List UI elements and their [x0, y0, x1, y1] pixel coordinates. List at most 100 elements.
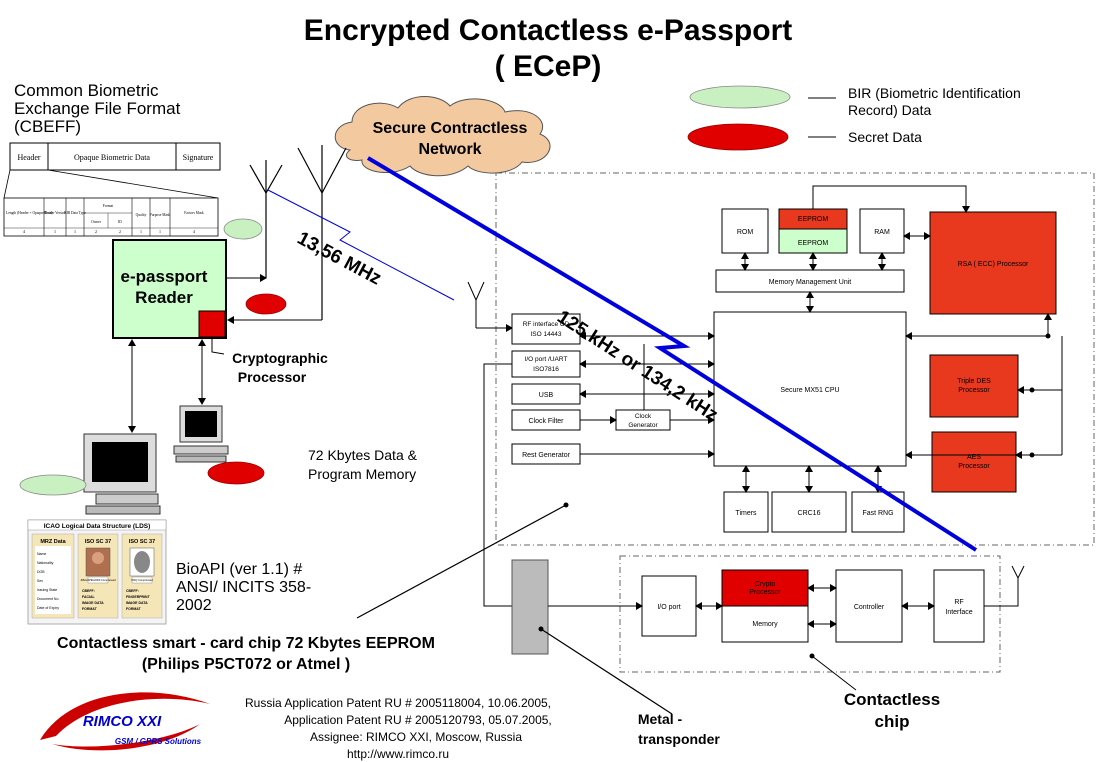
lower-chip-boundary: [619, 555, 1001, 673]
svg-text:FORMAT: FORMAT: [126, 607, 142, 611]
logo-tagline: GSM / GPRS Solutions: [115, 737, 202, 746]
bir-ellipse-near-reader: [223, 218, 263, 240]
svg-text:Controller: Controller: [854, 604, 885, 611]
svg-text:Sex: Sex: [37, 579, 43, 583]
svg-text:Document No.: Document No.: [37, 597, 59, 601]
radio-wave-13mhz: [267, 189, 455, 301]
svg-text:Memory Management Unit: Memory Management Unit: [769, 279, 852, 286]
legend-bir-line2: Record) Data: [848, 102, 931, 118]
svg-text:ROM: ROM: [737, 229, 754, 236]
legend-bir-ellipse: [689, 85, 791, 109]
radio-wave-125khz: [366, 156, 978, 552]
svg-text:FORMAT: FORMAT: [82, 607, 98, 611]
svg-text:WSQ Compressed: WSQ Compressed: [131, 578, 153, 582]
ram-block: [859, 208, 905, 254]
svg-text:Processor: Processor: [749, 589, 781, 596]
svg-text:IMAGE DATA: IMAGE DATA: [82, 601, 104, 605]
cbeff-detail-bir: BIR Data Type: [64, 211, 86, 215]
cbeff-detail-id: ID: [118, 220, 122, 224]
svg-text:Processor: Processor: [958, 387, 990, 394]
svg-text:Fast RNG: Fast RNG: [862, 510, 893, 517]
svg-text:I/O port: I/O port: [657, 604, 680, 611]
cbeff-label-3: (CBEFF): [14, 117, 81, 136]
rsa-processor-block: [929, 211, 1057, 315]
lower-crypto-block: [721, 569, 809, 607]
rom-block: [721, 208, 769, 254]
cbeff-size-6: 1: [159, 229, 161, 234]
rimco-logo: RIMCO XXI GSM / GPRS Solutions: [40, 692, 210, 751]
cbeff-detail-purpose: Purpose Mask: [150, 213, 171, 217]
svg-text:ISO 14443: ISO 14443: [530, 331, 561, 338]
cbeff-detail-quality: Quality: [136, 213, 147, 217]
small-computer-icon: [173, 405, 229, 463]
svg-text:EEPROM: EEPROM: [798, 240, 829, 247]
reader-label-1: e-passport: [121, 267, 208, 286]
cbeff-header-table: Header Opaque Biometric Data Signature: [3, 142, 221, 199]
svg-text:CBEFF:: CBEFF:: [126, 589, 139, 593]
chip-antenna: [467, 281, 513, 332]
legend-secret-label: Secret Data: [848, 129, 922, 145]
cpu-block: [713, 311, 907, 467]
lds-title: ICAO Logical Data Structure (LDS): [44, 523, 151, 530]
triple-des-block: [929, 354, 1019, 418]
reader-label-2: Reader: [135, 288, 193, 307]
cbeff-size-3: 2: [95, 229, 97, 234]
patent-line2: Application Patent RU # 2005120793, 05.0…: [284, 713, 552, 727]
cbeff-cell-opaque: Opaque Biometric Data: [74, 153, 150, 162]
eeprom-green-block: [778, 228, 848, 254]
cbeff-size-0: 4: [23, 229, 25, 234]
metal-transponder-label-1: Metal -: [638, 711, 683, 727]
cbeff-cell-signature: Signature: [183, 153, 214, 162]
cbeff-label-2: Exchange File Format: [14, 99, 181, 118]
svg-text:RF: RF: [954, 599, 963, 606]
svg-text:Generator: Generator: [628, 422, 658, 429]
lds-panel: ICAO Logical Data Structure (LDS) MRZ Da…: [27, 519, 167, 625]
cloud-label-2: Network: [418, 141, 481, 158]
svg-text:Issuing State: Issuing State: [37, 588, 57, 592]
title-line1: Encrypted Contactless e-Passport: [304, 14, 792, 47]
aes-block: [931, 431, 1017, 493]
svg-text:Clock: Clock: [635, 413, 652, 420]
svg-text:FACIAL: FACIAL: [82, 595, 96, 599]
cbeff-detail-factors: Factors Mask: [184, 211, 204, 215]
cbeff-detail-format: Format: [103, 204, 113, 208]
reader-antenna-2: [297, 145, 347, 320]
cbeff-label-1: Common Biometric: [14, 81, 159, 100]
crypto-proc-label-1: Cryptographic: [232, 350, 328, 366]
svg-text:IMAGE DATA: IMAGE DATA: [126, 601, 148, 605]
lower-chip-connections: [548, 565, 1025, 628]
cbeff-detail-length: Length (Header + Opaque Data): [6, 211, 53, 215]
lower-io-port-block: [641, 575, 697, 637]
title-line2: ( ECeP): [495, 50, 602, 83]
svg-text:EEPROM: EEPROM: [798, 216, 829, 223]
svg-text:USB: USB: [539, 392, 554, 399]
lds-card3-head: ISO SC 37: [129, 539, 155, 545]
bir-ellipse-near-computer: [19, 474, 87, 496]
freq-1356-label: 13,56 MHz: [294, 228, 385, 290]
smartcard-line2: (Philips P5CT072 or Atmel ): [142, 656, 350, 673]
svg-text:Name: Name: [37, 552, 46, 556]
svg-text:Timers: Timers: [735, 510, 757, 517]
cbeff-size-2: 1: [74, 229, 76, 234]
patent-line4: http://www.rimco.ru: [347, 747, 449, 761]
svg-text:I/O port /UART: I/O port /UART: [525, 356, 568, 363]
svg-text:CRC16: CRC16: [798, 510, 821, 517]
upper-chip-boundary: [495, 172, 1095, 546]
chip-connections: [483, 185, 1063, 607]
memory-note-2: Program Memory: [308, 466, 416, 482]
patent-line1: Russia Application Patent RU # 200511800…: [245, 696, 551, 710]
svg-text:Memory: Memory: [752, 621, 778, 628]
svg-text:Processor: Processor: [958, 463, 990, 470]
cbeff-detail-table: Length (Header + Opaque Data) Header Ver…: [3, 197, 219, 237]
svg-text:ISO7816: ISO7816: [533, 366, 559, 373]
svg-text:Triple DES: Triple DES: [957, 378, 991, 385]
logo-name: RIMCO XXI: [83, 713, 162, 730]
contactless-chip-label-1: Contactless: [844, 690, 940, 709]
bioapi-line1: BioAPI (ver 1.1) #: [176, 561, 302, 578]
lds-card1-head: MRZ Data: [40, 539, 66, 545]
svg-text:RAM: RAM: [874, 229, 890, 236]
svg-text:Nationality: Nationality: [37, 561, 54, 565]
memory-note-1: 72 Kbytes Data &: [308, 447, 418, 463]
smartcard-line1: Contactless smart - card chip 72 Kbytes …: [57, 635, 435, 652]
